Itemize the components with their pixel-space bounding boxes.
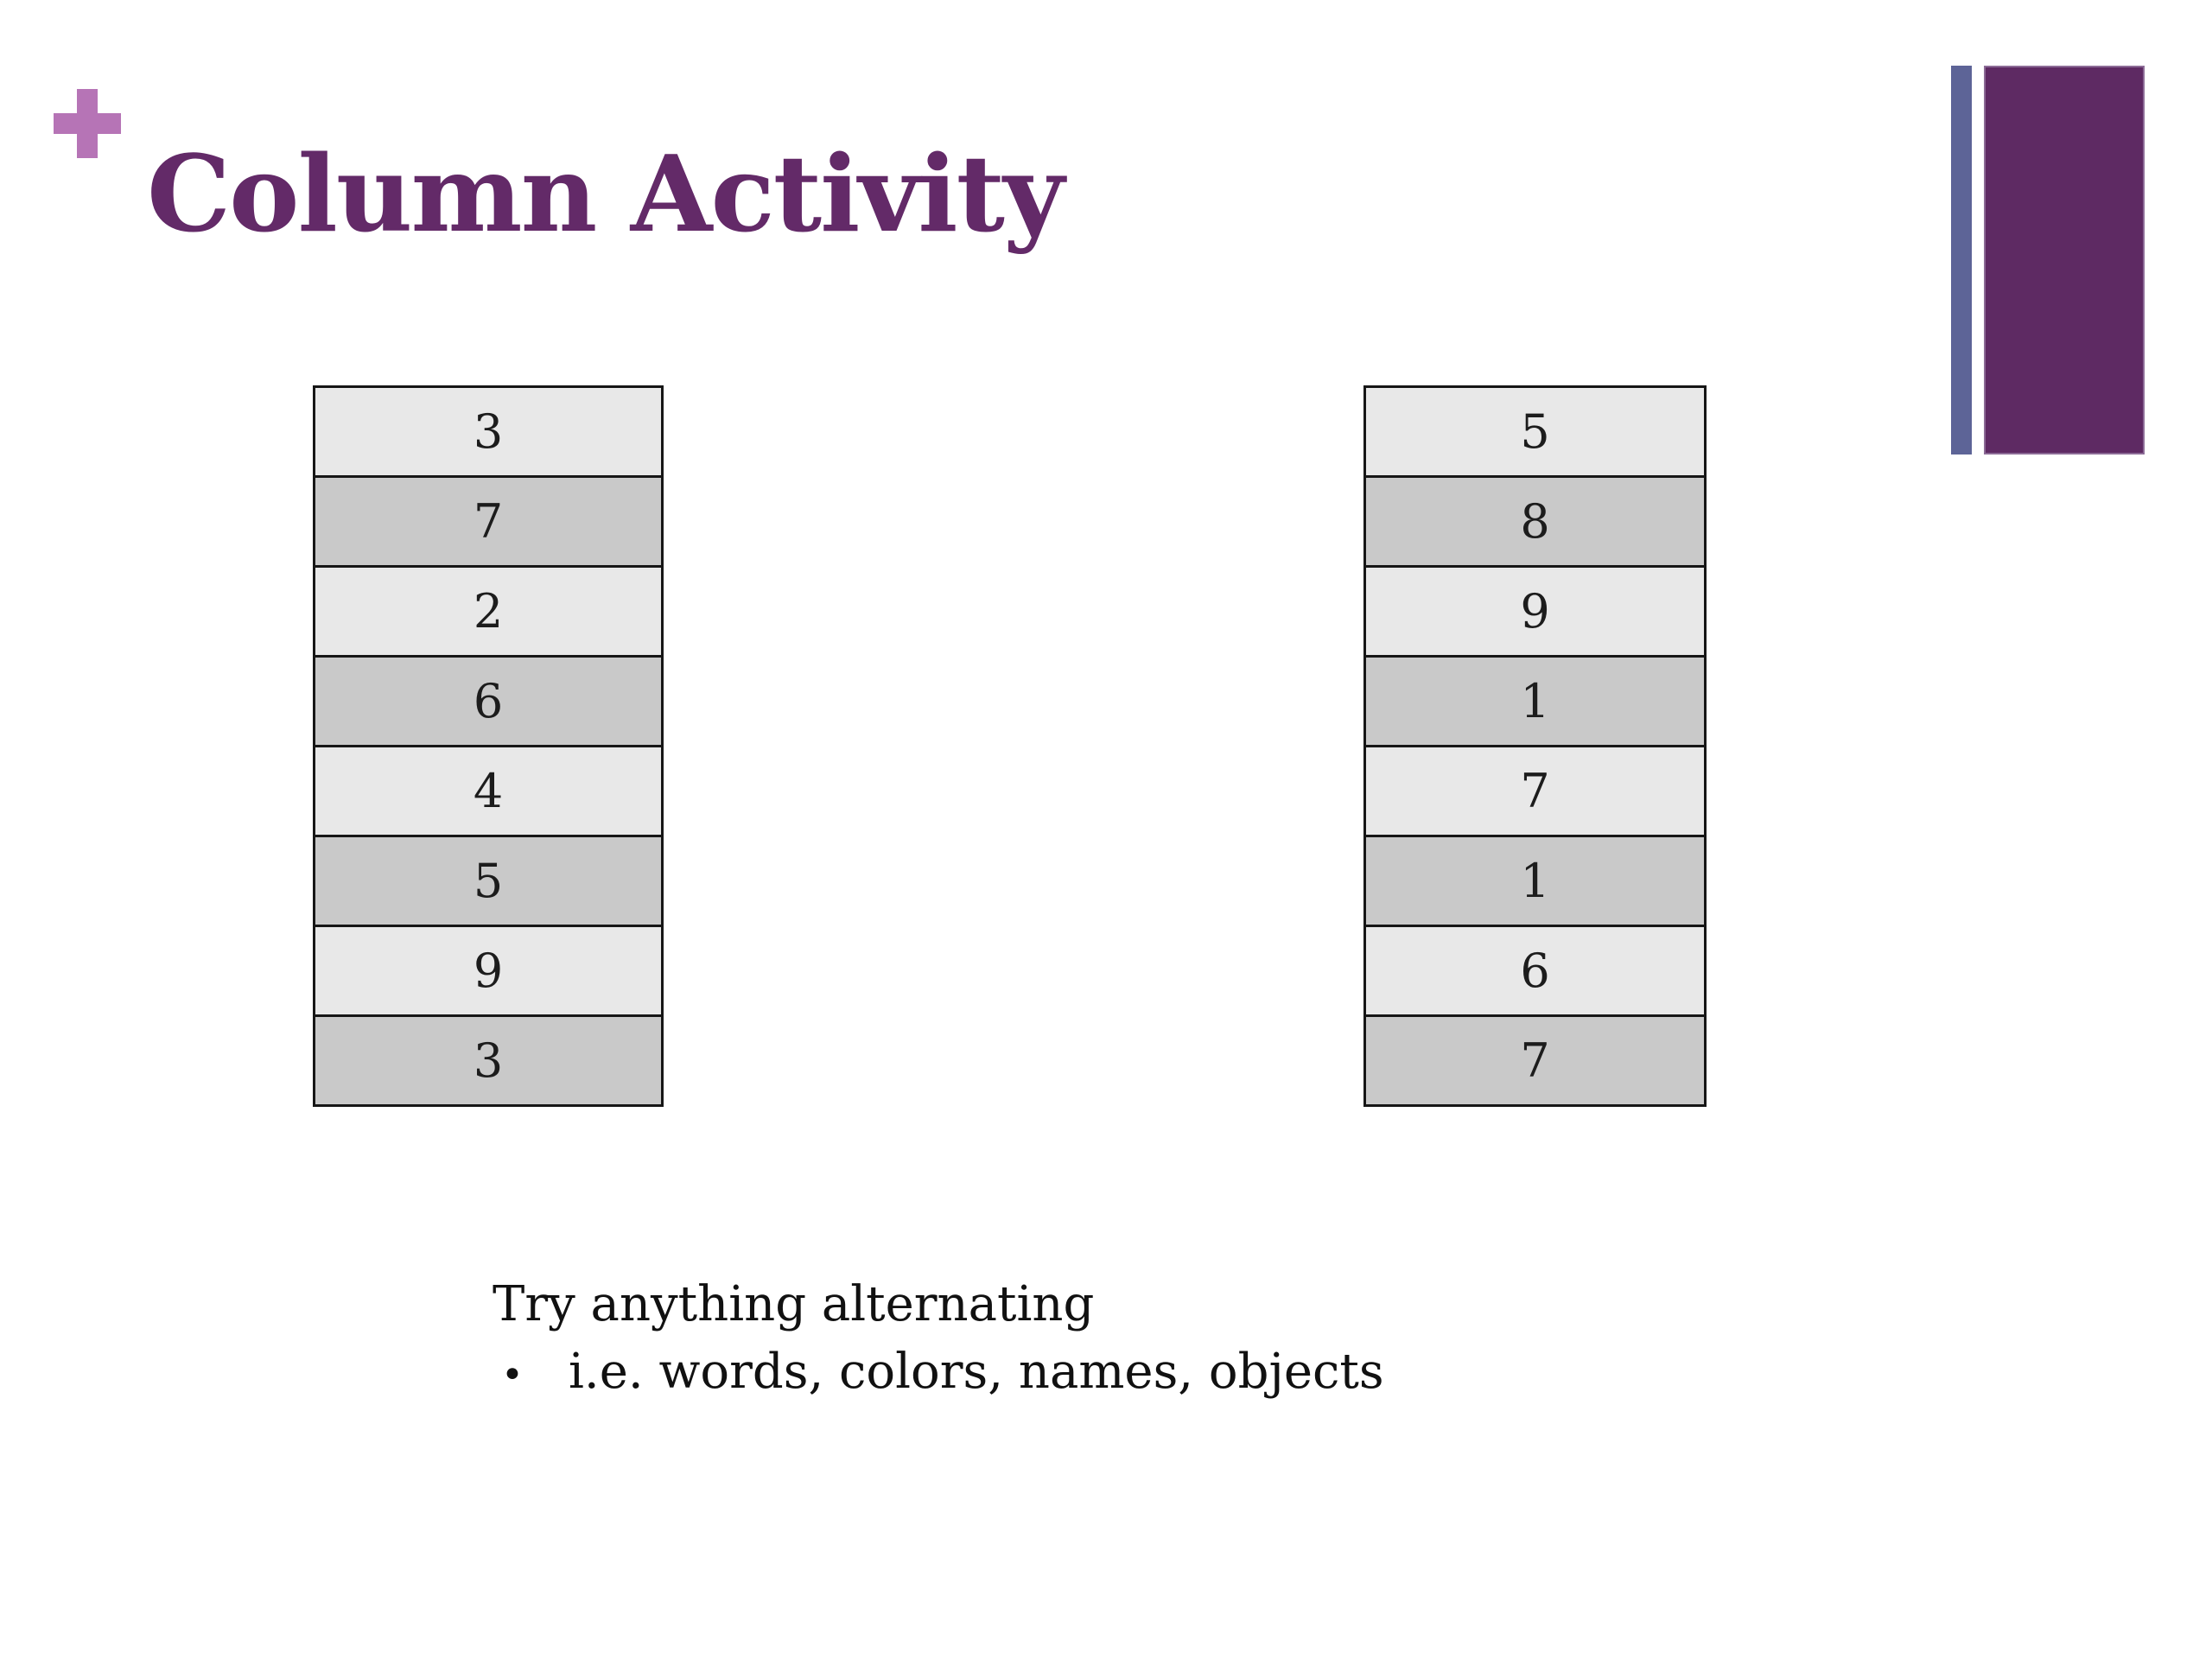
notes-bullet-text: i.e. words, colors, names, objects [569,1344,1384,1400]
table-cell: 3 [315,1017,661,1104]
table-cell: 3 [315,388,661,478]
accent-block [1984,66,2145,454]
table-cell: 7 [315,478,661,568]
table-cell: 8 [1366,478,1704,568]
notes-heading: Try anything alternating [493,1276,1095,1332]
table-cell: 6 [1366,927,1704,1017]
right-number-column: 5 8 9 1 7 1 6 7 [1363,385,1707,1107]
notes-bullet-line: • i.e. words, colors, names, objects [493,1341,1384,1407]
table-cell: 9 [1366,568,1704,658]
table-cell: 5 [315,837,661,927]
bullet-marker: • [501,1353,524,1397]
notes-block: Try anything alternating • i.e. words, c… [493,1274,1384,1407]
table-cell: 1 [1366,837,1704,927]
left-number-column: 3 7 2 6 4 5 9 3 [313,385,664,1107]
table-cell: 2 [315,568,661,658]
table-cell: 4 [315,747,661,837]
plus-icon [54,89,121,158]
plus-icon-horizontal-bar [54,113,121,134]
table-cell: 1 [1366,658,1704,747]
table-cell: 6 [315,658,661,747]
table-cell: 7 [1366,1017,1704,1104]
table-cell: 9 [315,927,661,1017]
accent-bar [1951,66,1972,454]
table-cell: 5 [1366,388,1704,478]
page-title: Column Activity [147,131,1065,256]
table-cell: 7 [1366,747,1704,837]
